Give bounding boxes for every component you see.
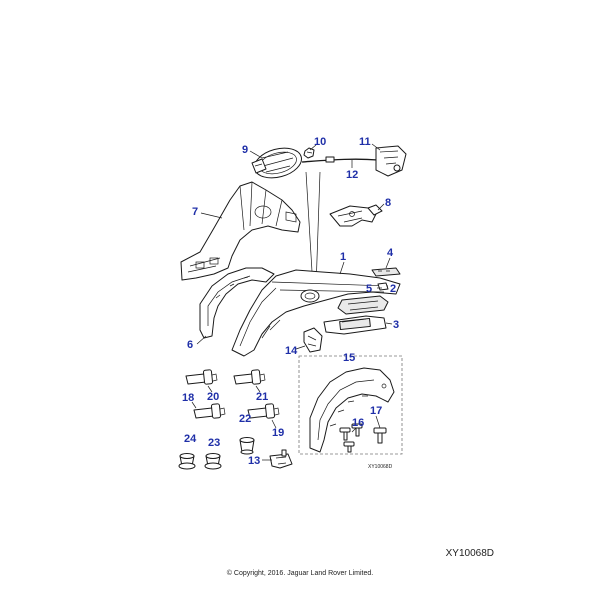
- part-8-bracket[interactable]: [329, 204, 383, 227]
- part-5-closing-panel[interactable]: [337, 295, 389, 315]
- part-2-clip[interactable]: [377, 282, 389, 291]
- part-6-wheel-arch[interactable]: [199, 267, 275, 339]
- callout-21: 21: [256, 391, 268, 403]
- callout-14: 14: [285, 345, 298, 357]
- callout-19: 19: [272, 427, 284, 439]
- part-24-grommet[interactable]: [178, 453, 196, 470]
- callout-23: 23: [208, 437, 220, 449]
- callout-12: 12: [346, 169, 358, 181]
- part-22-grommet[interactable]: [239, 437, 255, 455]
- callout-2: 2: [390, 283, 396, 295]
- part-15-wheel-arch-liner[interactable]: [309, 367, 395, 453]
- callout-1: 1: [340, 251, 346, 263]
- callout-8: 8: [385, 197, 391, 209]
- callout-4: 4: [387, 247, 394, 259]
- part-1-quarter-panel[interactable]: [231, 269, 401, 357]
- callout-20: 20: [207, 391, 219, 403]
- part-18-rivet[interactable]: [193, 403, 226, 419]
- callout-7: 7: [192, 206, 198, 218]
- part-3-reinforcement[interactable]: [323, 315, 387, 335]
- callout-9: 9: [242, 144, 248, 156]
- part-16-push-clips[interactable]: [339, 423, 363, 453]
- part-19-rivet[interactable]: [247, 403, 280, 419]
- part-21-rivet[interactable]: [233, 369, 266, 385]
- part-7-inner-quarter-panel[interactable]: [180, 181, 301, 281]
- part-10-clip[interactable]: [303, 147, 315, 159]
- part-17-screw[interactable]: [373, 427, 387, 444]
- part-12-release-cable[interactable]: [301, 155, 386, 163]
- part-9-fuel-filler-door[interactable]: [251, 143, 305, 182]
- callout-16: 16: [352, 417, 364, 429]
- callout-15: 15: [343, 352, 355, 364]
- reference-code: XY10068D: [445, 548, 494, 559]
- callout-24: 24: [184, 433, 197, 445]
- part-4-trim-panel[interactable]: [371, 267, 401, 277]
- callout-3: 3: [393, 319, 399, 331]
- inner-ref-label: XY10068D: [368, 464, 393, 470]
- callout-13: 13: [248, 455, 260, 467]
- part-13-clip[interactable]: [269, 449, 293, 469]
- callout-18: 18: [182, 392, 194, 404]
- part-15-group: 15 XY10068D: [298, 352, 403, 470]
- callout-22: 22: [239, 413, 251, 425]
- copyright-notice: © Copyright, 2016. Jaguar Land Rover Lim…: [226, 570, 374, 577]
- callout-10: 10: [314, 136, 326, 148]
- callout-6: 6: [187, 339, 193, 351]
- part-23-grommet[interactable]: [204, 453, 222, 470]
- part-11-actuator[interactable]: [375, 145, 407, 177]
- callout-11: 11: [359, 136, 371, 148]
- callout-5: 5: [366, 283, 372, 295]
- part-20-rivet[interactable]: [185, 369, 218, 385]
- callout-17: 17: [370, 405, 382, 417]
- part-14-bracket[interactable]: [303, 327, 323, 353]
